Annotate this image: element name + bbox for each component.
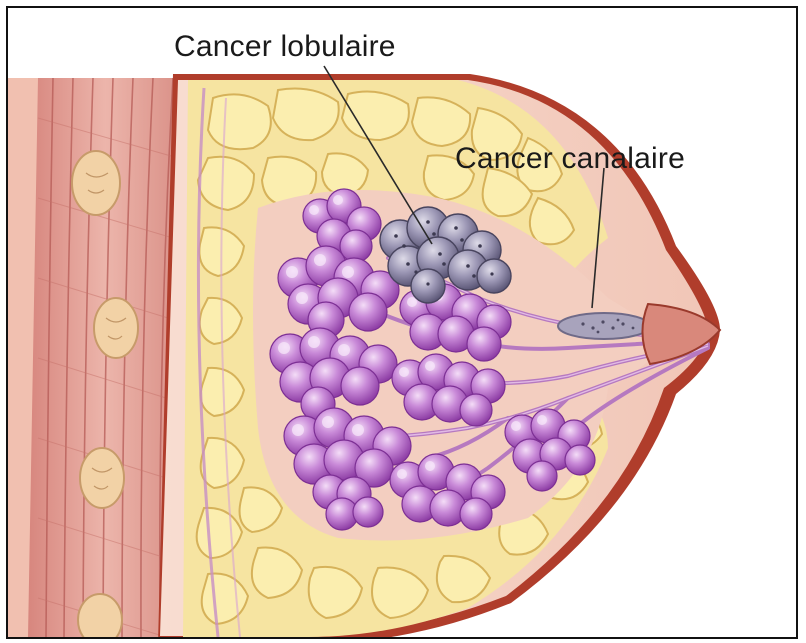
chest-wall	[8, 78, 183, 637]
breast-anatomy-illustration	[8, 8, 796, 637]
label-ductal-cancer: Cancer canalaire	[455, 142, 685, 176]
ductal-tumor	[558, 313, 650, 339]
label-lobular-cancer: Cancer lobulaire	[174, 30, 396, 64]
diagram-frame: Cancer lobulaire Cancer canalaire	[6, 6, 798, 639]
